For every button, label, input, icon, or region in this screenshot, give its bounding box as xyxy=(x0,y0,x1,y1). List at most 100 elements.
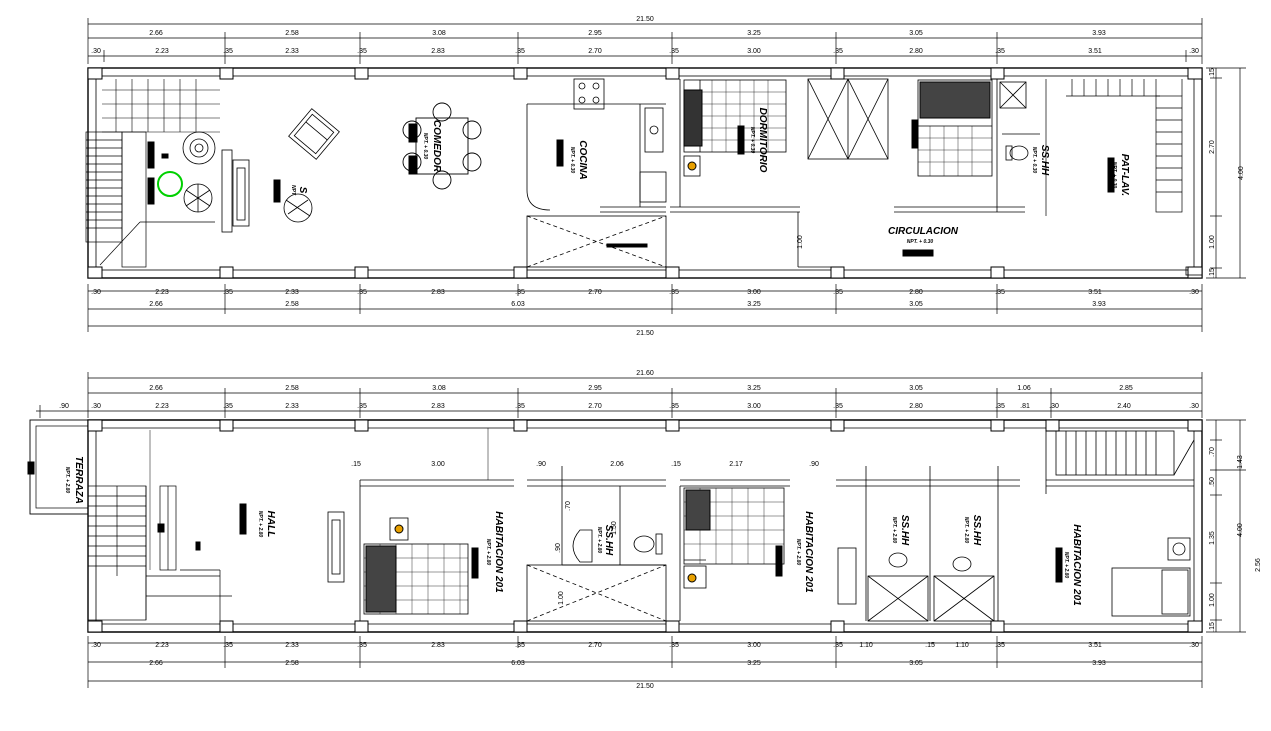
label-hall: HALL xyxy=(265,511,276,538)
dim-top-outer-1: 3.05 xyxy=(909,30,923,37)
dim-right-1: .15 xyxy=(1209,68,1216,78)
dim-top-inner-1: .35 xyxy=(357,48,367,55)
level-patlav: NPT. + 0.30 xyxy=(1111,162,1117,189)
dim-bottom-outer-1: 2.66 xyxy=(149,301,163,308)
top-ticks-1 xyxy=(87,18,1203,64)
label-sshh-1: SS.HH xyxy=(1039,145,1050,176)
dim-top-inner-1: 2.70 xyxy=(588,48,602,55)
label-comedor: COMEDOR xyxy=(431,120,442,173)
dim-top-inner-2: 2.83 xyxy=(431,403,445,410)
dim-bottom-inner-1: .35 xyxy=(515,289,525,296)
circulation xyxy=(807,78,1025,213)
armchair xyxy=(288,108,340,160)
dim-bottom-outer-2: 2.58 xyxy=(285,660,299,667)
dim-bottom-inner-2: 3.00 xyxy=(747,642,761,649)
dim-bottom-inner-1: .35 xyxy=(357,289,367,296)
dim-top-inner-1: 2.23 xyxy=(155,48,169,55)
dim-bottom-outer-1: 3.05 xyxy=(909,301,923,308)
dim-right-2: .15 xyxy=(1209,622,1216,632)
dim-right-2: 1.35 xyxy=(1209,531,1216,545)
level-comedor: NPT. + 0.30 xyxy=(422,133,428,160)
room-201b xyxy=(679,479,790,621)
dim-right-total-2: 2.56 xyxy=(1255,558,1262,572)
dim-bottom-inner-2: .30 xyxy=(91,642,101,649)
dim-top-inner-1: .35 xyxy=(833,48,843,55)
dim-top-inner-1: .35 xyxy=(995,48,1005,55)
dim-right-1: 1.00 xyxy=(1209,235,1216,249)
dim-bottom-inner-2: .35 xyxy=(515,642,525,649)
dim-top-inner-2: .81 xyxy=(1020,403,1030,410)
dim-top-inner-2: .30 xyxy=(91,403,101,410)
dim-right-1: .15 xyxy=(1209,268,1216,278)
level-sshh-a: NPT. + 2.80 xyxy=(596,527,602,554)
dim-bottom-inner-1: .30 xyxy=(1189,289,1199,296)
tv-unit xyxy=(221,149,250,233)
dim-bottom-inner-1: .35 xyxy=(995,289,1005,296)
label-cocina: COCINA xyxy=(577,140,588,179)
dim-top-inner-1: .35 xyxy=(223,48,233,55)
dim-top-inner-1: .35 xyxy=(669,48,679,55)
dim-misc-2: .70 xyxy=(565,501,572,511)
dim-bottom-inner-2: .30 xyxy=(1189,642,1199,649)
bedroom-walls xyxy=(670,79,831,268)
dim-top-inner-2: .35 xyxy=(357,403,367,410)
dim-total-bottom-2: 21.50 xyxy=(636,683,654,690)
dim-bottom-outer-1: 6.03 xyxy=(511,301,525,308)
dim-total-bottom-1: 21.50 xyxy=(636,330,654,337)
dim-bottom-inner-2: .35 xyxy=(833,642,843,649)
dim-bottom-inner-2: .35 xyxy=(669,642,679,649)
kitchen xyxy=(526,78,667,268)
dim-top-inner-1: 2.33 xyxy=(285,48,299,55)
label-sshh-b: SS.HH xyxy=(899,515,910,546)
dim-top-inner-1: 2.80 xyxy=(909,48,923,55)
dim-top-inner-2: 2.23 xyxy=(155,403,169,410)
dim-right-1: 2.70 xyxy=(1209,140,1216,154)
level-cocina: NPT. + 0.30 xyxy=(569,147,575,174)
dim-bottom-inner-1: 3.00 xyxy=(747,289,761,296)
label-sshh-a: SS.HH xyxy=(603,525,614,556)
dim-top-inner-2: 2.33 xyxy=(285,403,299,410)
plant-2 xyxy=(183,183,213,213)
dim-interior-2: 2.17 xyxy=(729,461,743,468)
dim-top-outer-2: 3.05 xyxy=(909,385,923,392)
dim-top-inner-1: 3.00 xyxy=(747,48,761,55)
dim-bottom-outer-1: 2.58 xyxy=(285,301,299,308)
dim-bottom-inner-2: 2.70 xyxy=(588,642,602,649)
dim-misc-2: 1.50 xyxy=(611,521,618,535)
dim-bottom-inner-1: 2.70 xyxy=(588,289,602,296)
dim-right-2: 1.00 xyxy=(1209,593,1216,607)
dim-top-inner-1: 2.83 xyxy=(431,48,445,55)
dim-top-outer-1: 2.66 xyxy=(149,30,163,37)
dim-right-total-2: 1.43 xyxy=(1237,455,1244,469)
level-hab201a: NPT. + 2.80 xyxy=(485,539,491,566)
dim-bottom-inner-2: 1.10 xyxy=(859,642,873,649)
dim-top-outer-1: 3.25 xyxy=(747,30,761,37)
dim-bottom-inner-1: .35 xyxy=(223,289,233,296)
level-sshh-1: NPT. + 0.30 xyxy=(1031,147,1037,174)
label-hab201b: HABITACION 201 xyxy=(803,511,814,593)
level-sala: NPT xyxy=(290,185,296,196)
dim-top-inner-2: 2.40 xyxy=(1117,403,1131,410)
level-hab201c: NPT. + 2.80 xyxy=(1063,552,1069,579)
level-dormitorio: NPT. + 0.30 xyxy=(749,127,755,154)
dim-bottom-inner-2: .35 xyxy=(223,642,233,649)
dim-top-inner-2: .35 xyxy=(515,403,525,410)
stair-patio xyxy=(1045,79,1183,216)
dim-interior-2: .15 xyxy=(671,461,681,468)
dim-bottom-inner-2: .35 xyxy=(995,642,1005,649)
dim-top-inner-2: .35 xyxy=(669,403,679,410)
label-terraza: TERRAZA xyxy=(73,456,84,504)
dim-bottom-inner-2: .15 xyxy=(925,642,935,649)
dim-top-outer-2: 2.85 xyxy=(1119,385,1133,392)
dim-top-outer-1: 3.93 xyxy=(1092,30,1106,37)
stair-2 xyxy=(87,430,232,621)
dim-top-outer-2: 2.58 xyxy=(285,385,299,392)
round-side-table xyxy=(283,193,313,223)
dim-bottom-inner-1: .30 xyxy=(91,289,101,296)
level-terraza: NPT. + 2.80 xyxy=(64,467,70,494)
sshh-a xyxy=(526,466,667,622)
dim-right-2: .50 xyxy=(1209,477,1216,487)
green-plant xyxy=(157,171,183,197)
